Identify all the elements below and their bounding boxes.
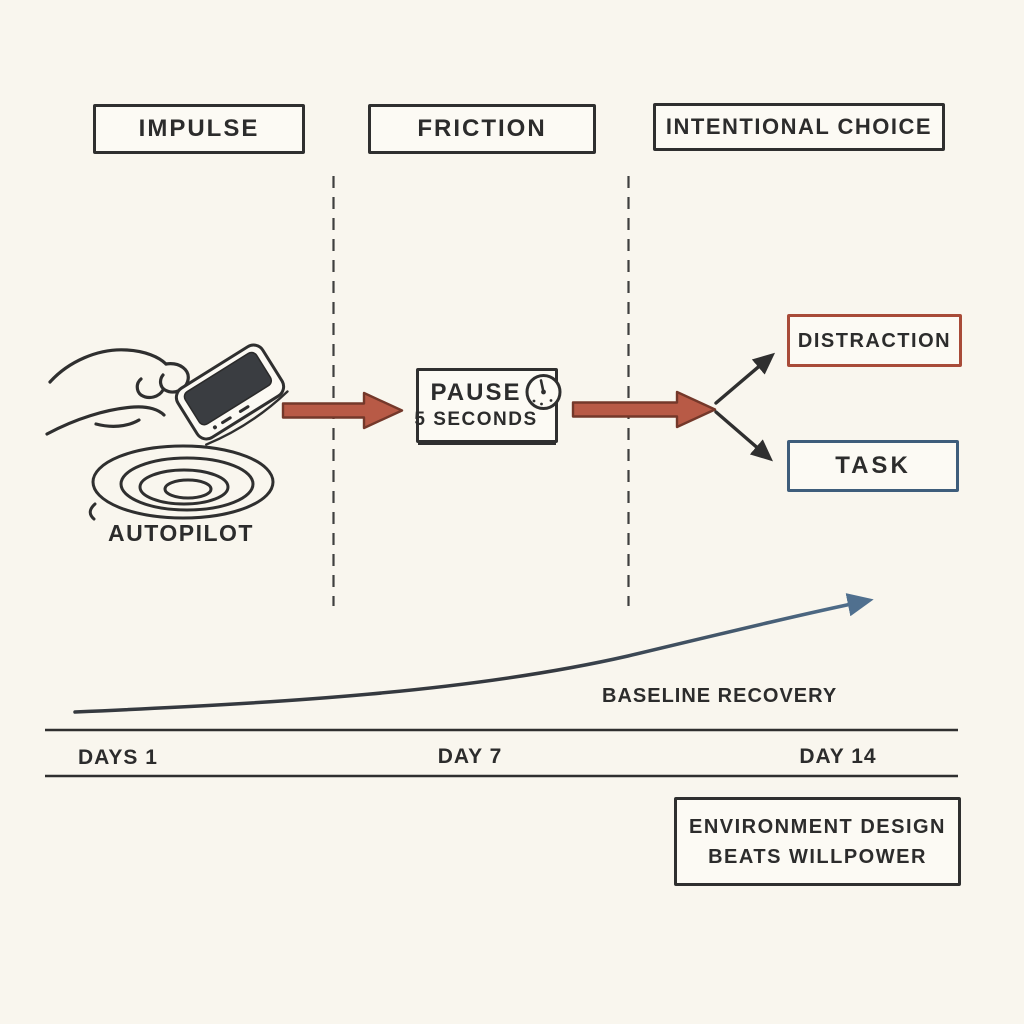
flow-arrow-pause-to-choice bbox=[571, 390, 717, 429]
choice-option-task: TASK bbox=[787, 440, 959, 492]
timeline-tick-day1: DAYS 1 bbox=[78, 746, 158, 769]
pause-subtitle: 5 SECONDS bbox=[414, 408, 538, 430]
friction-header-box: FRICTION bbox=[368, 104, 596, 154]
flow-arrow-impulse-to-pause bbox=[281, 391, 404, 430]
impulse-header-box: IMPULSE bbox=[93, 104, 305, 154]
impulse-header-label: IMPULSE bbox=[138, 114, 260, 142]
timeline-tick-day7: DAY 7 bbox=[437, 745, 503, 768]
intentional-choice-header-label: INTENTIONAL CHOICE bbox=[665, 113, 933, 139]
environment-note-line1: ENVIRONMENT DESIGN bbox=[688, 815, 947, 838]
baseline-recovery-label: BASELINE RECOVERY bbox=[602, 685, 838, 707]
branch-arrow-to-distraction bbox=[714, 352, 776, 405]
pause-title: PAUSE bbox=[430, 379, 522, 407]
friction-header-label: FRICTION bbox=[417, 114, 547, 142]
distraction-label: DISTRACTION bbox=[797, 329, 952, 352]
choice-option-distraction: DISTRACTION bbox=[787, 314, 962, 367]
intentional-choice-header-box: INTENTIONAL CHOICE bbox=[653, 103, 945, 151]
environment-note-line2: BEATS WILLPOWER bbox=[708, 845, 927, 868]
autopilot-spiral-icon bbox=[88, 444, 275, 521]
timeline-tick-day14: DAY 14 bbox=[799, 745, 877, 768]
phone-icon bbox=[174, 343, 289, 446]
environment-note-box: ENVIRONMENT DESIGN BEATS WILLPOWER bbox=[674, 797, 961, 886]
pause-box: PAUSE 5 SECONDS bbox=[414, 368, 558, 443]
autopilot-caption: AUTOPILOT bbox=[108, 520, 254, 546]
hand-icon bbox=[45, 348, 190, 436]
task-label: TASK bbox=[835, 451, 911, 479]
branch-arrow-to-task bbox=[714, 410, 774, 462]
